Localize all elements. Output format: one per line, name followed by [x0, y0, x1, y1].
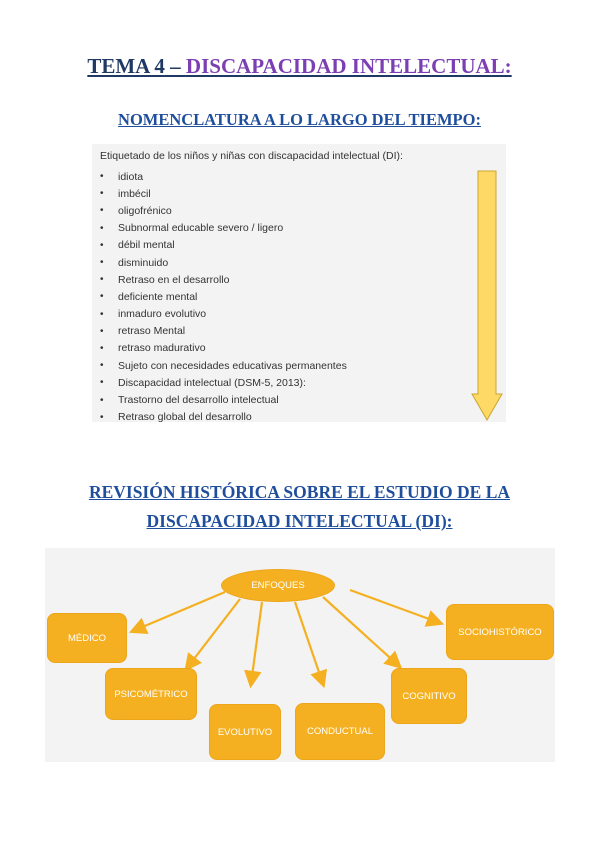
- list-item-text: Retraso en el desarrollo: [118, 273, 230, 286]
- arrow-to-cognitivo: [322, 596, 403, 669]
- list-item-text: deficiente mental: [118, 290, 198, 303]
- list-item-text: oligofrénico: [118, 204, 172, 217]
- arrow-to-sociohistorico: [349, 588, 445, 627]
- list-item-text: Retraso global del desarrollo: [118, 411, 252, 424]
- bullet-icon: •: [100, 411, 104, 423]
- list-item: • idiota: [100, 168, 347, 185]
- list-item: • imbécil: [100, 185, 347, 202]
- arrow-to-conductual: [293, 601, 328, 689]
- node-medico: MÉDICO: [47, 613, 127, 663]
- bullet-icon: •: [100, 274, 104, 286]
- node-cognitivo: COGNITIVO: [391, 668, 467, 724]
- bullet-icon: •: [100, 291, 104, 303]
- arrow-to-medico: [128, 590, 226, 634]
- list-item: • oligofrénico: [100, 202, 347, 219]
- list-item-text: Sujeto con necesidades educativas perman…: [118, 359, 347, 372]
- list-item: • inmaduro evolutivo: [100, 306, 347, 323]
- list-item-text: inmaduro evolutivo: [118, 308, 207, 321]
- bullet-icon: •: [100, 308, 104, 320]
- node-conductual: CONDUCTUAL: [295, 703, 385, 760]
- list-item: • Retraso global del desarrollo: [100, 409, 347, 426]
- list-item: • débil mental: [100, 237, 347, 254]
- list-item-text: Trastorno del desarrollo intelectual: [118, 394, 279, 407]
- node-evolutivo: EVOLUTIVO: [209, 704, 281, 760]
- list-item-text: idiota: [118, 170, 144, 183]
- list-item-text: débil mental: [118, 239, 175, 252]
- title-separator: –: [164, 54, 186, 78]
- revision-heading: REVISIÓN HISTÓRICA SOBRE EL ESTUDIO DE L…: [0, 478, 599, 536]
- bullet-icon: •: [100, 171, 104, 183]
- diagram-connectors: [128, 588, 445, 689]
- node-sociohistorico: SOCIOHISTÓRICO: [446, 604, 554, 660]
- nomenclatura-intro: Etiquetado de los niños y niñas con disc…: [100, 150, 403, 162]
- list-item-text: retraso Mental: [118, 325, 186, 338]
- title-topic: TEMA 4: [87, 54, 165, 78]
- bullet-icon: •: [100, 239, 104, 251]
- list-item-text: Discapacidad intelectual (DSM-5, 2013):: [118, 376, 306, 389]
- revision-heading-line2: DISCAPACIDAD INTELECTUAL (DI):: [146, 511, 453, 531]
- list-item: • retraso madurativo: [100, 340, 347, 357]
- list-item: • disminuido: [100, 254, 347, 271]
- bullet-icon: •: [100, 325, 104, 337]
- list-item: • Discapacidad intelectual (DSM-5, 2013):: [100, 374, 347, 391]
- bullet-icon: •: [100, 394, 104, 406]
- bullet-icon: •: [100, 205, 104, 217]
- list-item-text: imbécil: [118, 187, 151, 200]
- bullet-icon: •: [100, 257, 104, 269]
- nomenclatura-list: • idiota • imbécil • oligofrénico • Subnorma…: [100, 168, 347, 426]
- list-item: • Subnormal educable severo / ligero: [100, 220, 347, 237]
- list-item: • retraso Mental: [100, 323, 347, 340]
- list-item-text: disminuido: [118, 256, 169, 269]
- node-psicometrico: PSICOMÉTRICO: [105, 668, 197, 720]
- down-arrow-icon: [471, 170, 503, 422]
- enfoques-diagram: ENFOQUES MÉDICO PSICOMÉTRICO EVOLUTIVO C…: [45, 548, 555, 762]
- bullet-icon: •: [100, 360, 104, 372]
- nomenclatura-heading: NOMENCLATURA A LO LARGO DEL TIEMPO:: [118, 110, 481, 129]
- list-item-text: Subnormal educable severo / ligero: [118, 222, 284, 235]
- page-title: TEMA 4 – DISCAPACIDAD INTELECTUAL:: [0, 54, 599, 79]
- revision-heading-line1: REVISIÓN HISTÓRICA SOBRE EL ESTUDIO DE L…: [88, 482, 511, 502]
- bullet-icon: •: [100, 342, 104, 354]
- bullet-icon: •: [100, 188, 104, 200]
- list-item-text: retraso madurativo: [118, 342, 206, 355]
- bullet-icon: •: [100, 377, 104, 389]
- list-item: • Retraso en el desarrollo: [100, 271, 347, 288]
- title-subject: DISCAPACIDAD INTELECTUAL:: [185, 54, 512, 78]
- node-enfoques: ENFOQUES: [221, 569, 335, 602]
- list-item: • deficiente mental: [100, 288, 347, 305]
- nomenclatura-panel: Etiquetado de los niños y niñas con disc…: [92, 144, 506, 423]
- list-item: • Sujeto con necesidades educativas perma…: [100, 357, 347, 374]
- arrow-to-psicometrico: [184, 598, 241, 672]
- arrow-to-evolutivo: [244, 601, 264, 689]
- list-item: • Trastorno del desarrollo intelectual: [100, 391, 347, 408]
- bullet-icon: •: [100, 222, 104, 234]
